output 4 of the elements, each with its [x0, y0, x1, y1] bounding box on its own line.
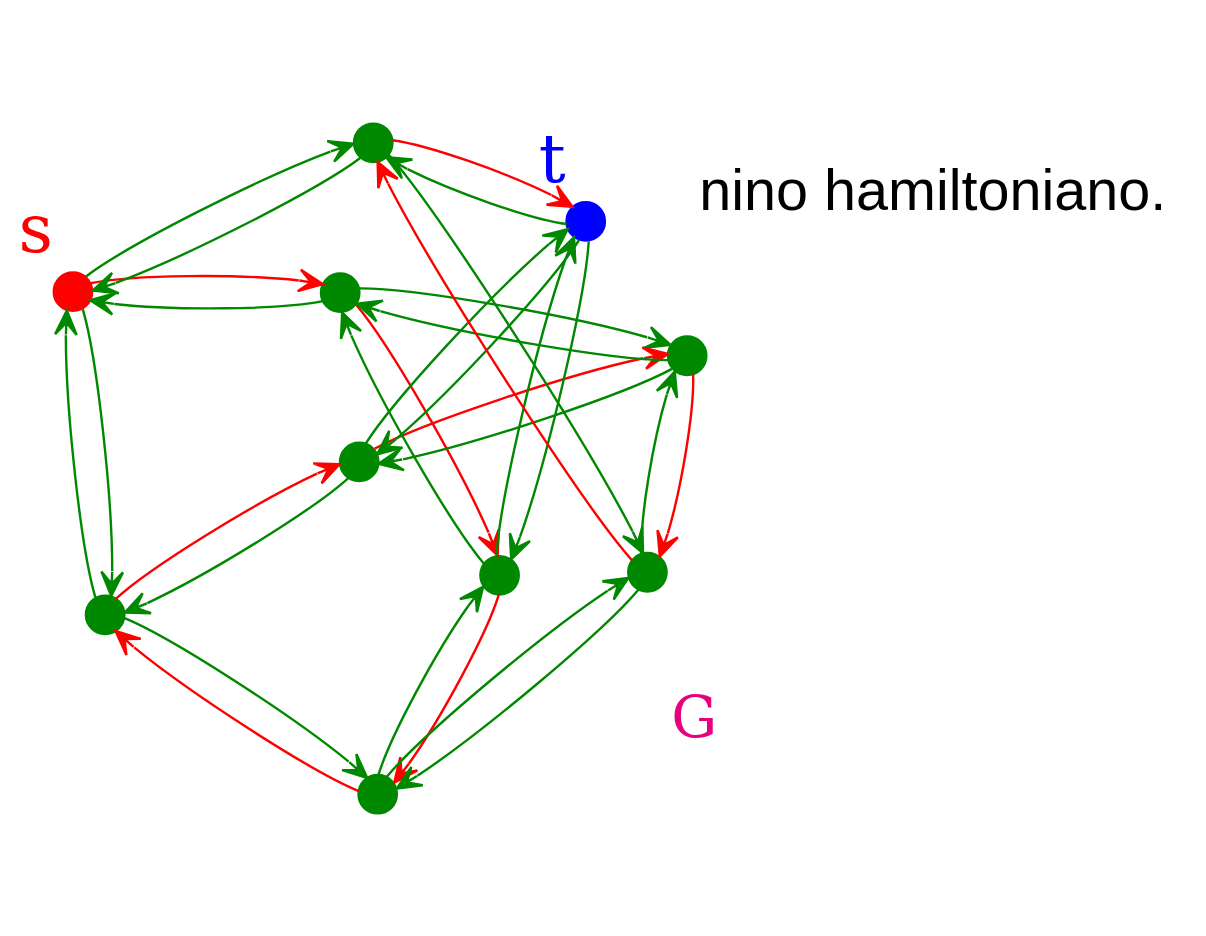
label: nino hamiltoniano.	[699, 157, 1167, 221]
node-label: t	[538, 119, 566, 198]
label: G	[671, 683, 718, 751]
node-label: s	[18, 189, 54, 268]
